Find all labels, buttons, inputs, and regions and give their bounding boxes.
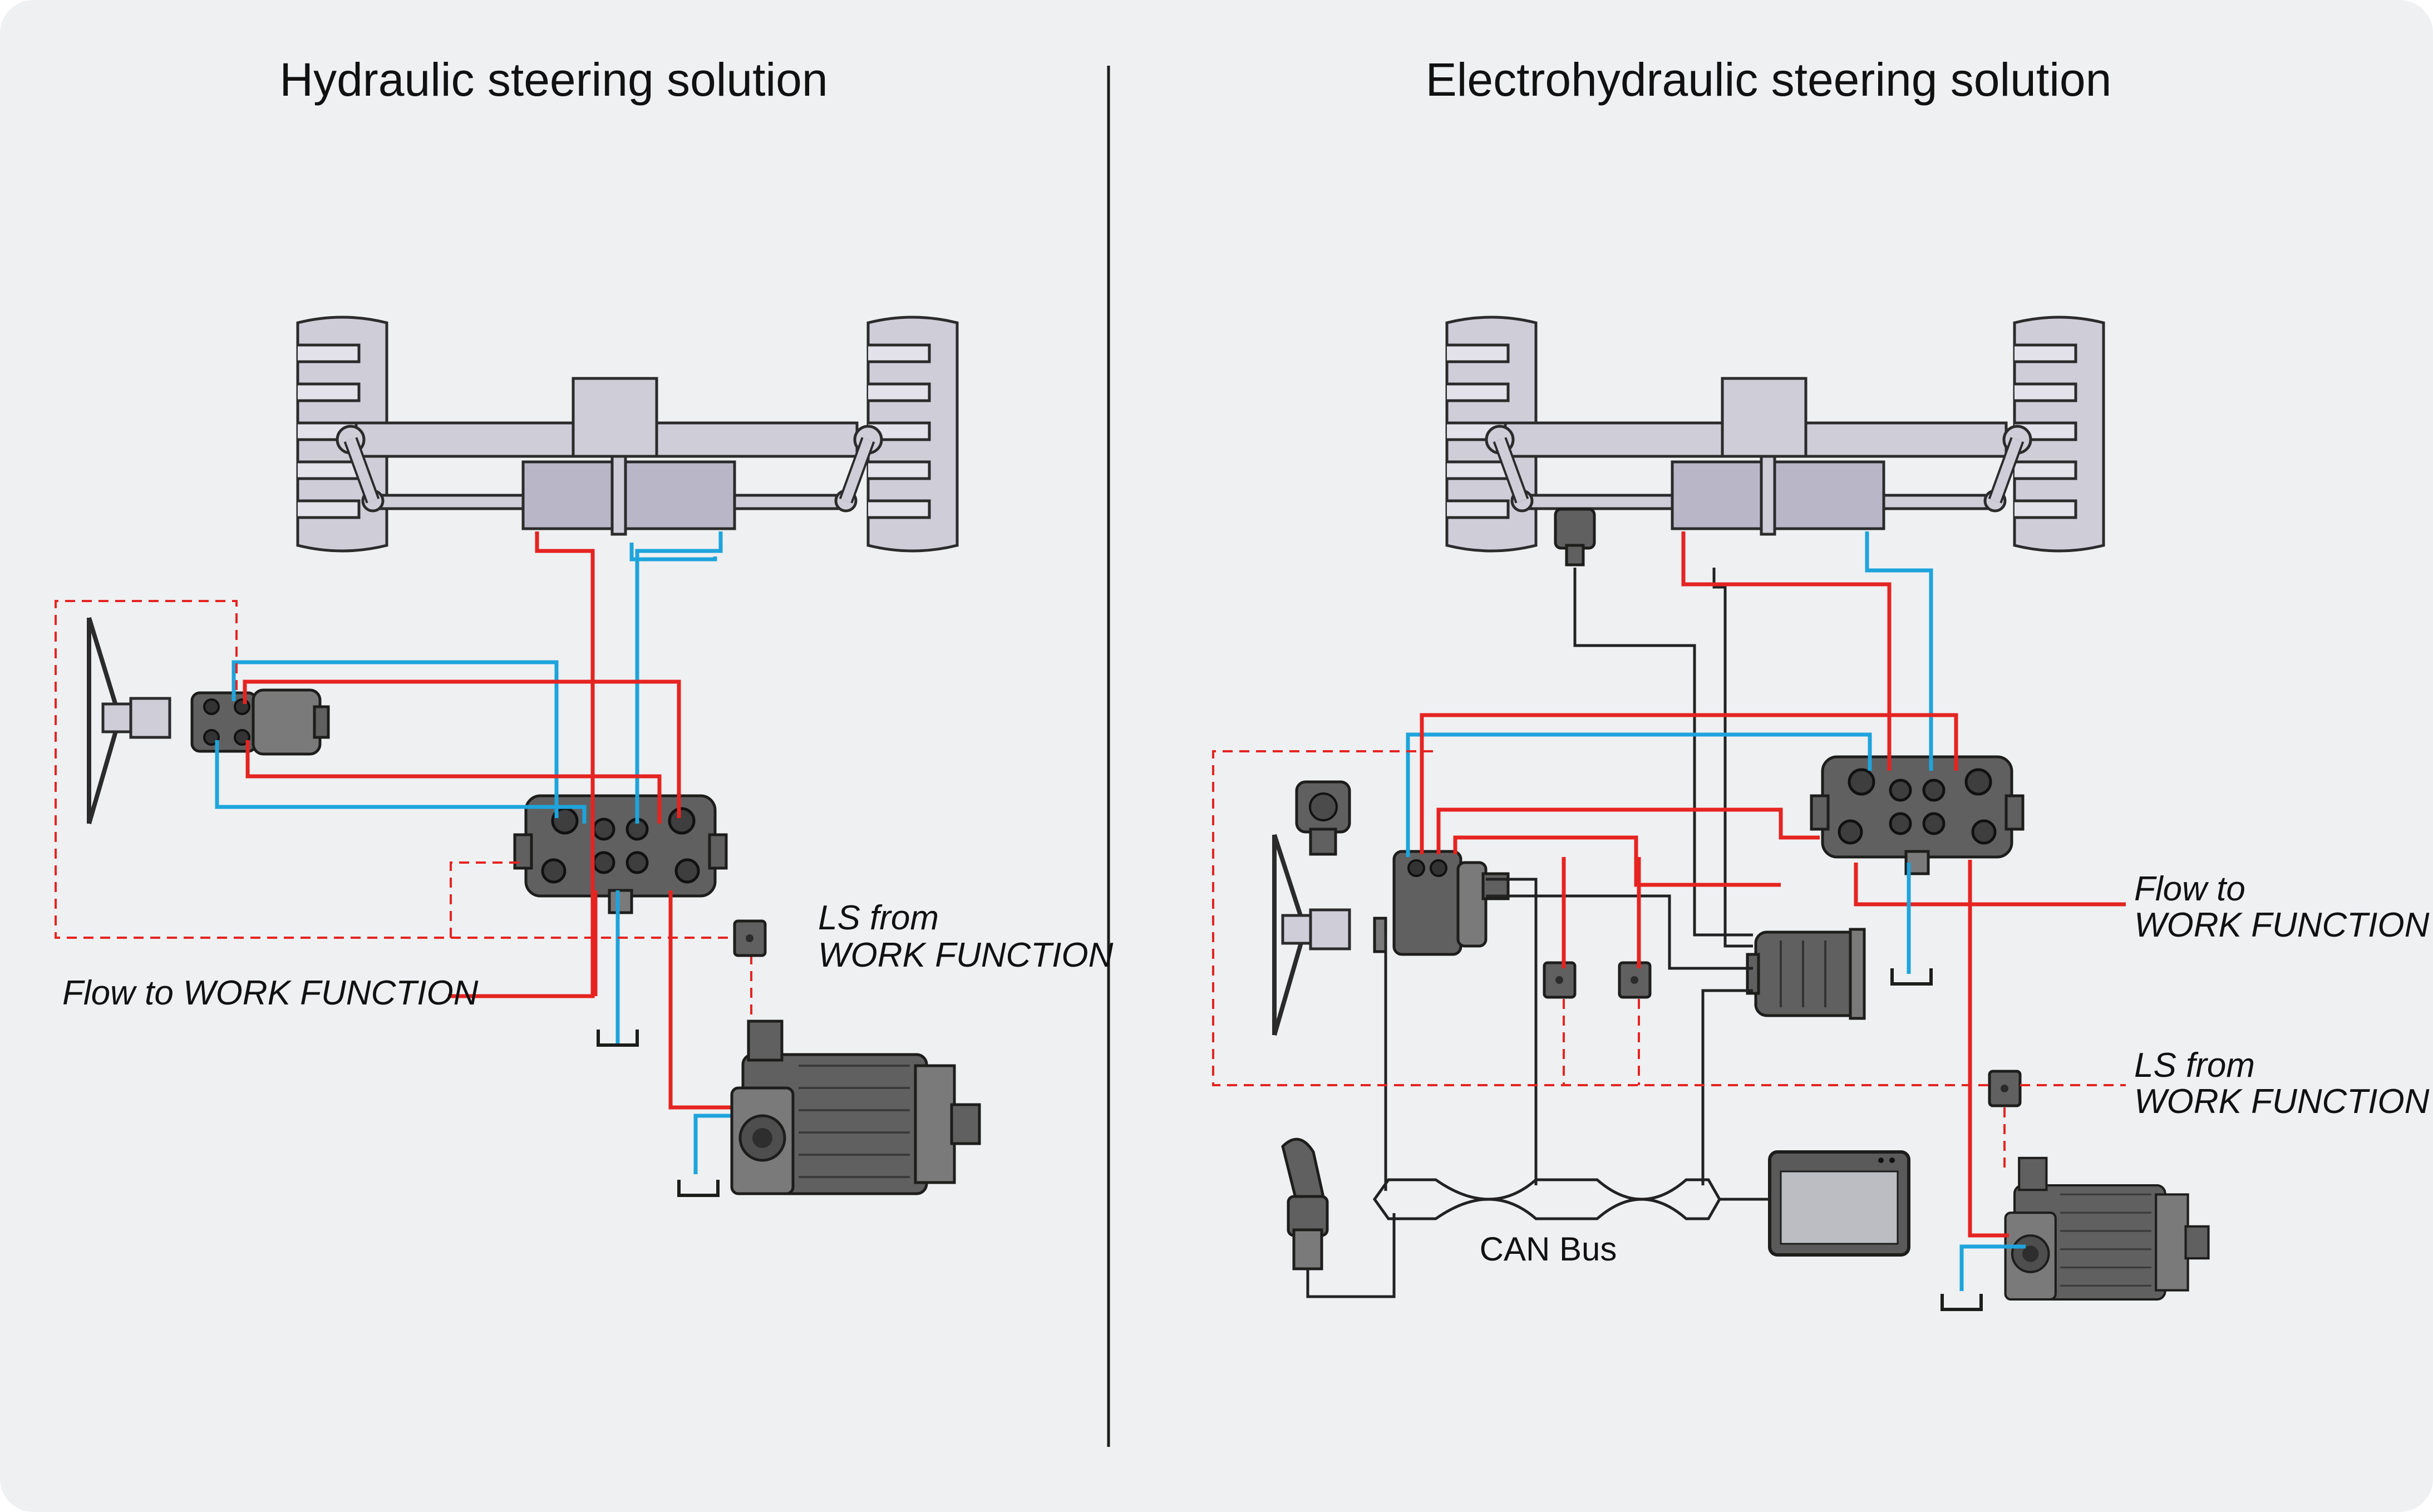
left-axle-icon <box>298 317 957 551</box>
signal-wire <box>1486 894 1753 970</box>
return-line <box>635 531 723 824</box>
ls-signal-line <box>55 600 743 939</box>
return-line <box>1865 531 1933 771</box>
right-axle-icon <box>1447 317 2104 551</box>
return-line <box>1959 1244 2026 1291</box>
pump-icon <box>732 1021 979 1194</box>
tank-icon <box>1942 1294 1981 1309</box>
sensor-icon <box>1554 508 1596 567</box>
signal-wire <box>1712 568 1753 948</box>
pressure-line <box>243 679 681 818</box>
priority-valve-icon <box>515 796 726 913</box>
electrohydraulic-unit-icon <box>1373 850 1510 956</box>
pressure-line <box>1968 860 2009 1238</box>
return-line <box>1406 732 1872 857</box>
pressure-line <box>1681 531 1892 771</box>
pressure-line <box>1562 857 1641 968</box>
pressure-line <box>1453 835 1781 887</box>
signal-wire <box>1486 878 1538 1185</box>
left-ls-label-1: LS from <box>818 899 939 937</box>
signal-wire <box>1306 1213 1396 1298</box>
steering-unit-icon <box>190 688 330 756</box>
pressure-line <box>1420 713 1958 854</box>
signal-wire <box>1701 989 1753 1185</box>
steering-wheel-icon <box>87 617 171 825</box>
left-flow-label: Flow to WORK FUNCTION <box>62 974 479 1012</box>
right-flow-label-1: Flow to <box>2134 870 2245 908</box>
ls-signal-line <box>1212 750 1989 1086</box>
can-bus-label: CAN Bus <box>1480 1230 1617 1268</box>
priority-valve-icon <box>1811 757 2023 874</box>
pressure-line <box>448 531 595 998</box>
left-ls-label-2: WORK FUNCTION <box>818 936 1114 974</box>
pressure-line <box>245 740 662 824</box>
display-icon <box>1768 1150 1910 1257</box>
can-bus <box>1372 1178 1770 1220</box>
joystick-icon <box>1281 1137 1329 1270</box>
sensor-icon <box>1295 780 1351 856</box>
pump-icon <box>2006 1158 2209 1299</box>
ls-sensor-icon <box>1989 1071 2020 1106</box>
pressure-line <box>1436 807 1820 854</box>
return-line <box>629 543 717 562</box>
return-line <box>215 740 587 824</box>
right-flow-label-2: WORK FUNCTION <box>2134 906 2430 944</box>
tank-icon <box>1892 968 1931 984</box>
controller-icon <box>1619 963 1650 997</box>
motor-icon <box>1746 928 1866 1020</box>
right-ls-label-2: WORK FUNCTION <box>2134 1082 2430 1121</box>
controller-icon <box>1544 963 1575 997</box>
tank-icon <box>679 1180 718 1195</box>
signal-wire <box>1573 568 1753 937</box>
left-title: Hydraulic steering solution <box>279 53 828 106</box>
return-line <box>232 660 559 818</box>
steering-wheel-icon <box>1272 834 1351 1036</box>
pressure-line <box>668 890 740 1110</box>
right-ls-label-1: LS from <box>2134 1046 2255 1085</box>
ls-sensor-icon <box>735 921 765 956</box>
right-title: Electrohydraulic steering solution <box>1426 53 2112 106</box>
pressure-line <box>1854 863 2126 907</box>
